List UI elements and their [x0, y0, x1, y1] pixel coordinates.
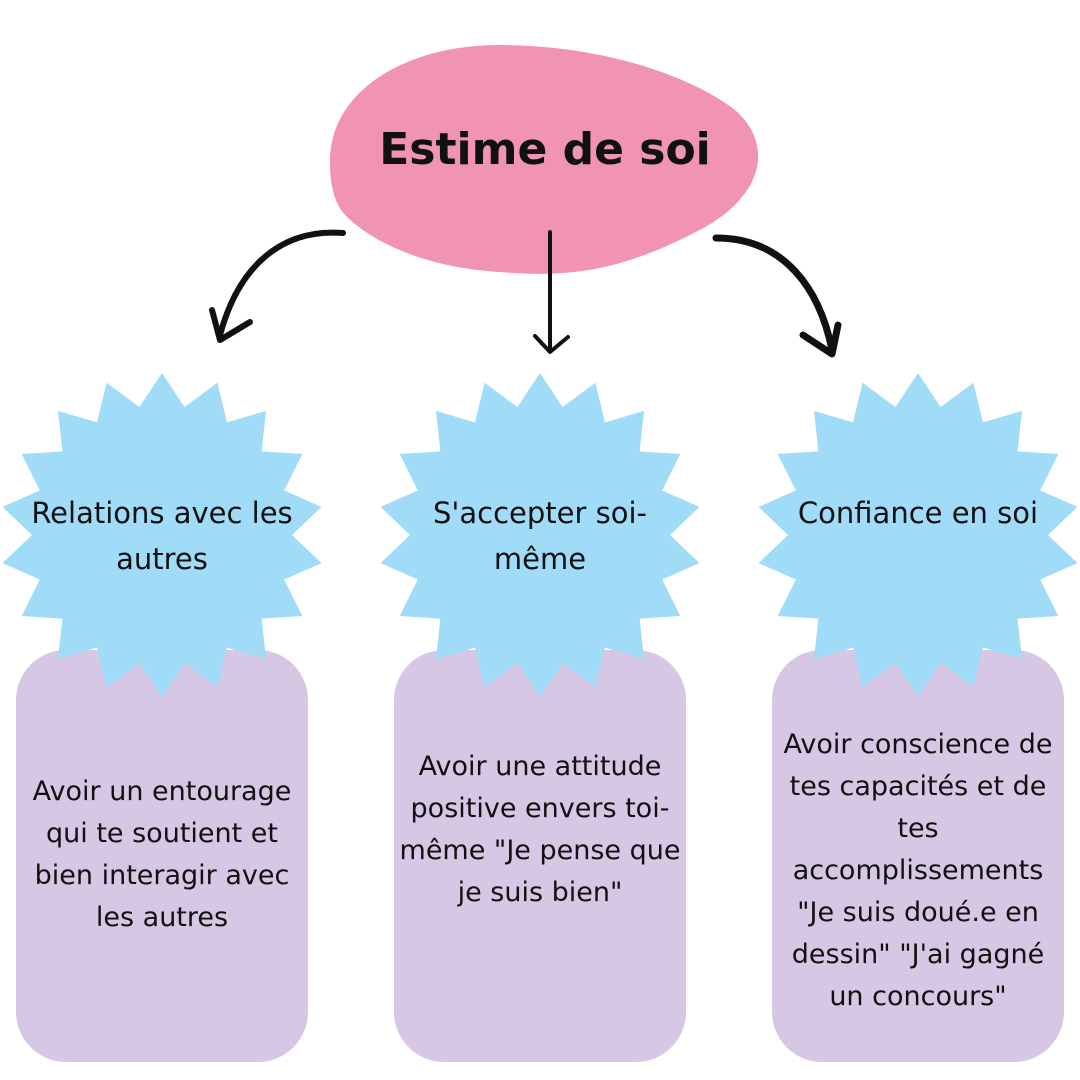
arrow-middle-head — [533, 334, 570, 354]
arrow-right-head — [799, 321, 842, 358]
burst-1 — [2, 373, 322, 697]
branch-text-1: Avoir un entourage qui te soutient et bi… — [32, 776, 292, 933]
arrow-left-head — [209, 307, 253, 343]
branch-label-1: Relations avec les autres — [31, 496, 293, 576]
branch-text-2: Avoir une attitude positive envers toi-m… — [399, 751, 681, 908]
card-1 — [16, 650, 308, 1062]
title-blob — [330, 45, 759, 274]
card-2 — [394, 650, 686, 1062]
diagram-title: Estime de soi — [379, 124, 711, 175]
card-3 — [772, 650, 1064, 1062]
branch-label-3: Confiance en soi — [797, 496, 1039, 530]
arrow-right — [712, 234, 836, 354]
branch-text-3: Avoir conscience de tes capacités et de … — [783, 729, 1053, 1012]
arrow-left — [217, 229, 346, 338]
burst-2 — [380, 373, 700, 697]
burst-3 — [758, 373, 1078, 697]
branch-label-2: S'accepter soi-même — [432, 496, 648, 576]
